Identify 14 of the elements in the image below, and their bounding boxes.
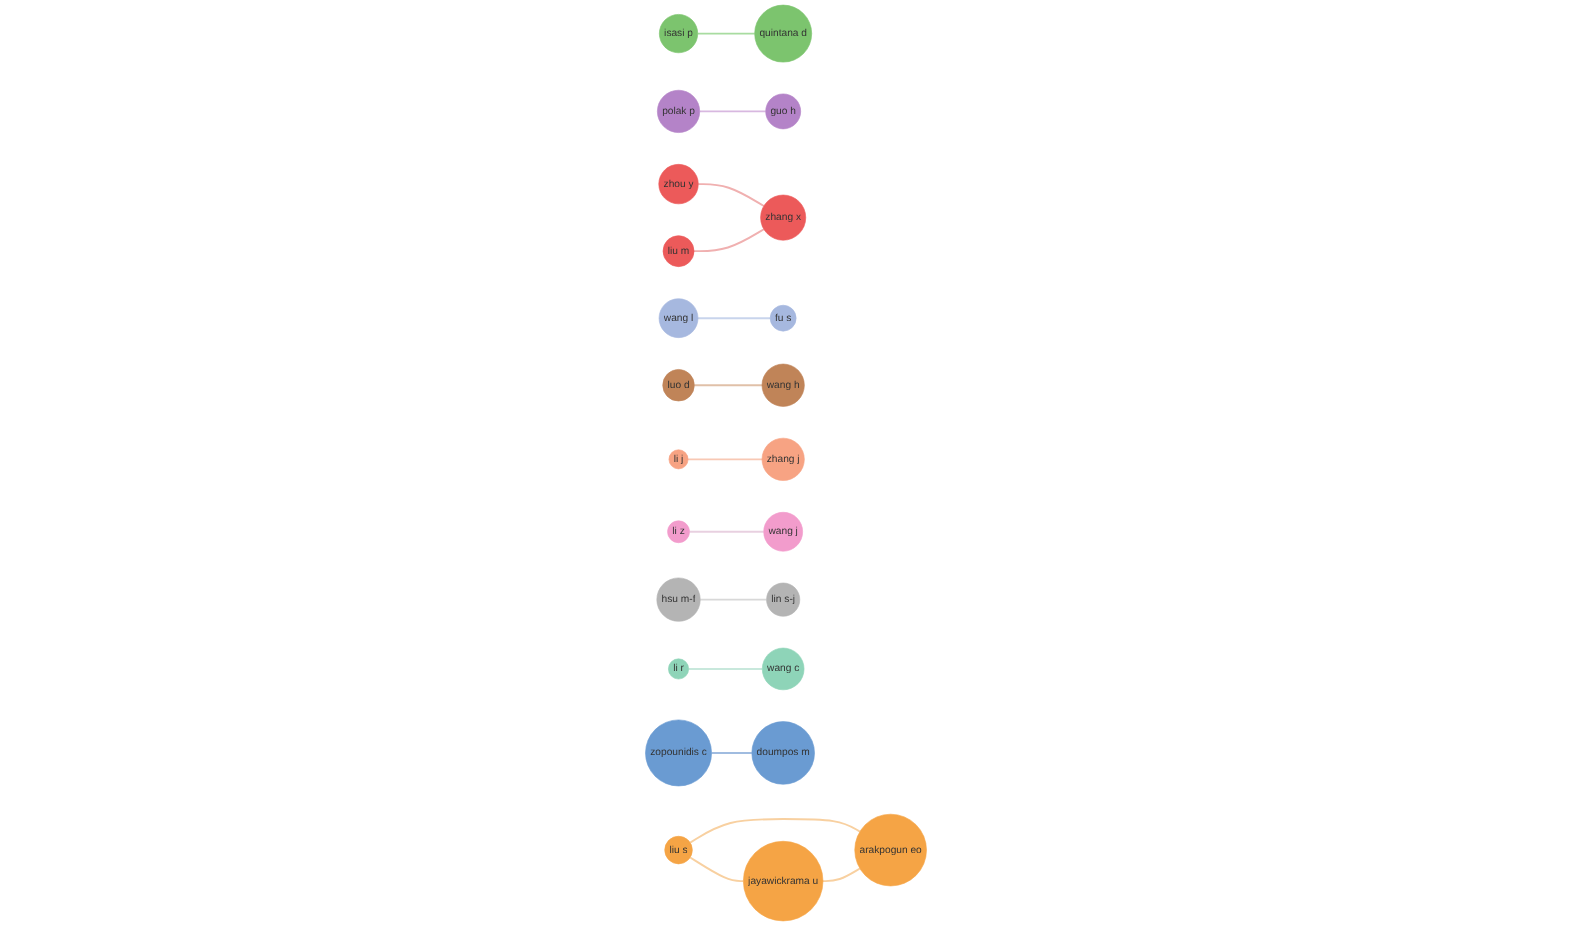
connector (689, 856, 745, 883)
connector (822, 867, 861, 883)
connector (697, 183, 765, 207)
connector (688, 530, 765, 533)
connector (710, 752, 753, 754)
connector (693, 228, 765, 253)
connector (693, 384, 763, 387)
connector (698, 110, 767, 113)
connector (696, 32, 756, 35)
connector (687, 458, 763, 461)
connector (687, 667, 764, 670)
connector (699, 598, 768, 601)
connector (689, 818, 861, 844)
connector (697, 317, 772, 320)
